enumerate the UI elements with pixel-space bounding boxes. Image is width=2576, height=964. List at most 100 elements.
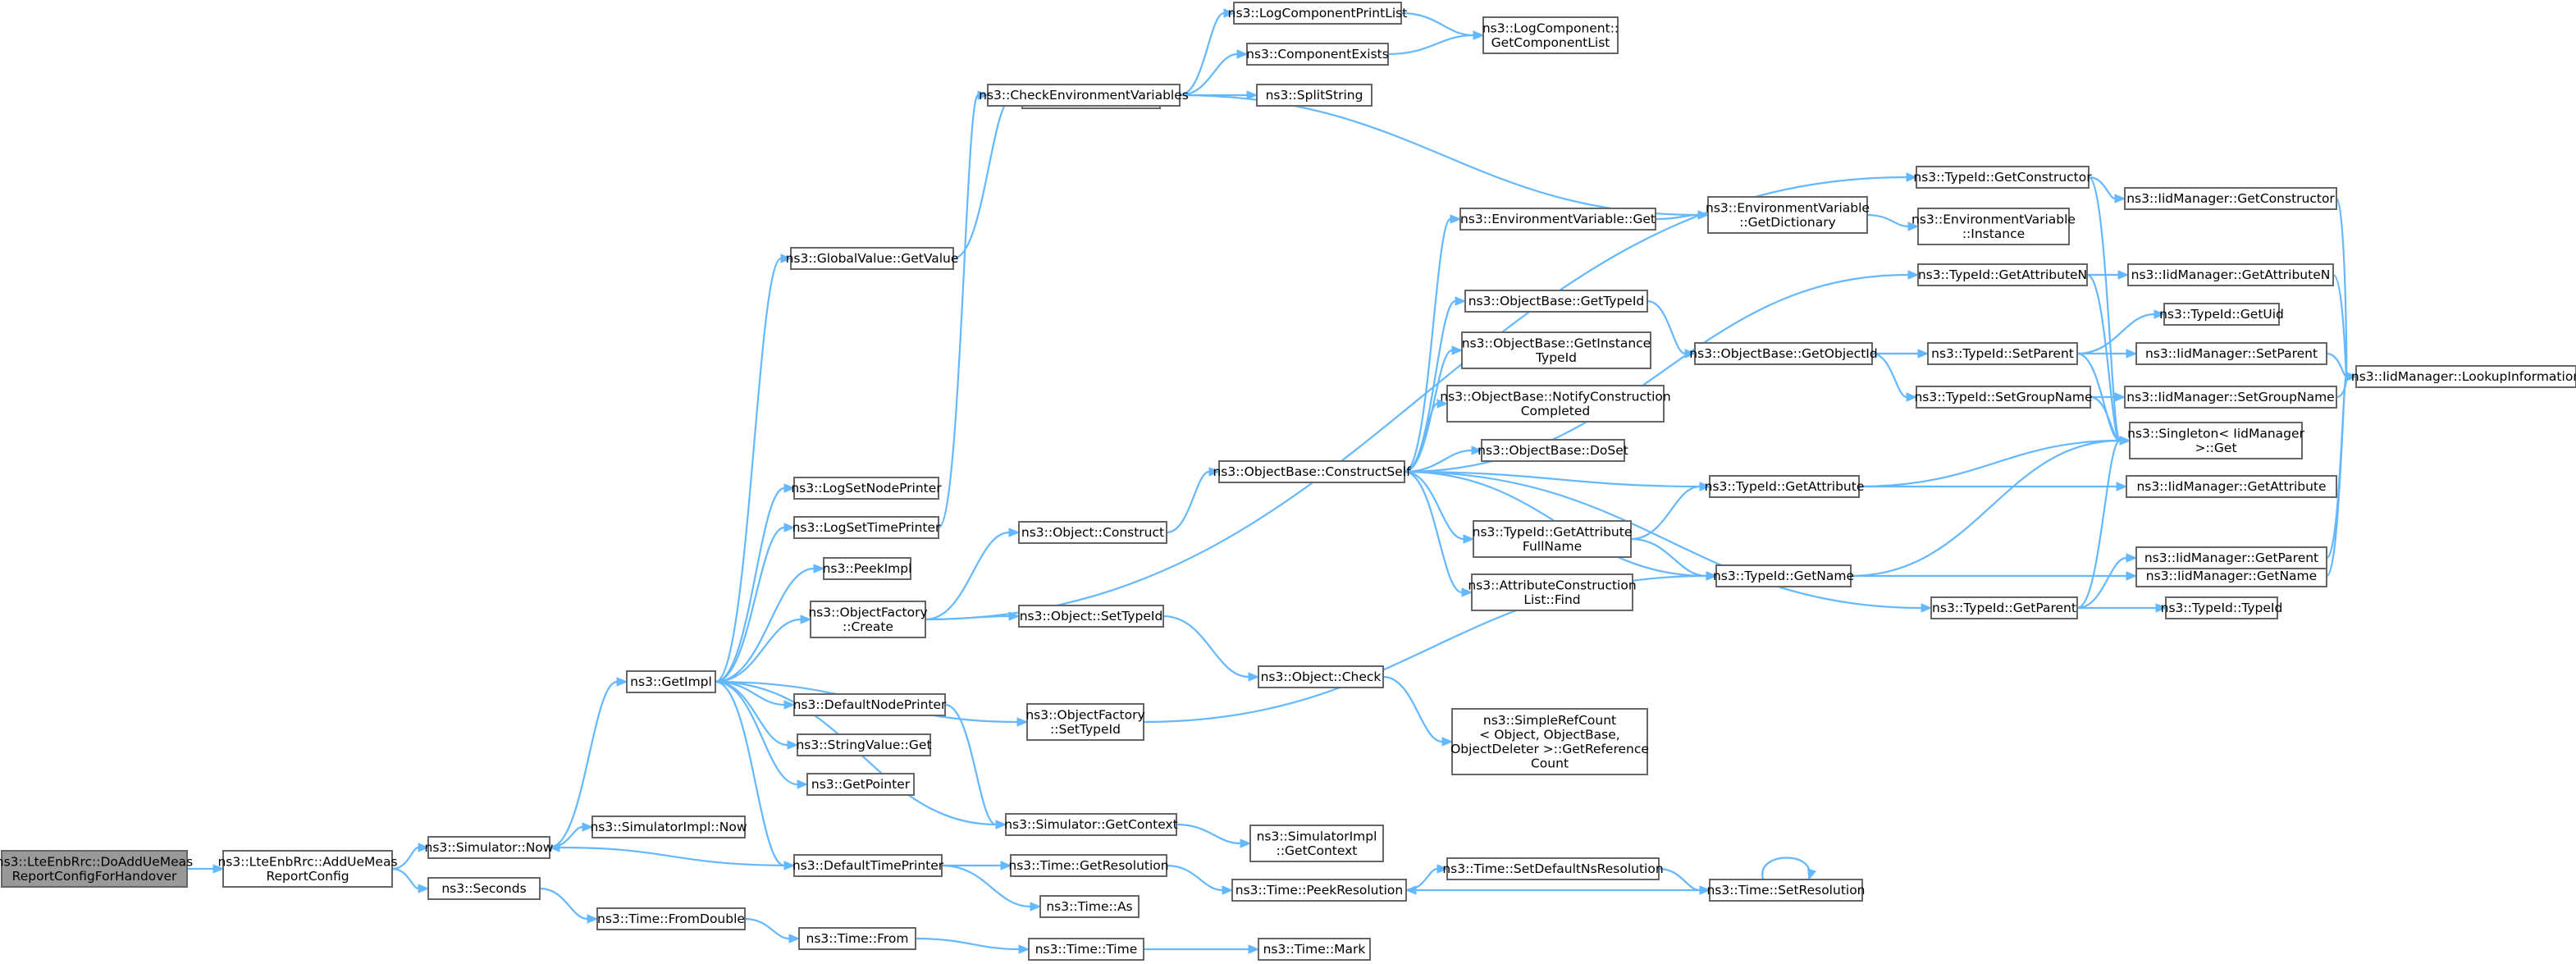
graph-node-simimplnow[interactable]: ns3::SimulatorImpl::Now xyxy=(590,816,747,838)
graph-node-simimplctx[interactable]: ns3::SimulatorImpl::GetContext xyxy=(1249,825,1384,862)
graph-node-tidgetparent[interactable]: ns3::TypeId::GetParent xyxy=(1930,596,2078,619)
graph-node-simnow[interactable]: ns3::Simulator::Now xyxy=(425,836,554,859)
edge-arrowhead xyxy=(1907,222,1920,231)
graph-node-objsettypeid[interactable]: ns3::Object::SetTypeId xyxy=(1018,605,1164,628)
graph-node-ofcreate[interactable]: ns3::ObjectFactory::Create xyxy=(808,601,928,638)
graph-node-tidtypeid[interactable]: ns3::TypeId::TypeId xyxy=(2161,596,2283,619)
graph-node-label: ns3::TypeId::GetName xyxy=(1713,569,1854,583)
graph-node-box xyxy=(626,670,716,693)
graph-node-box xyxy=(793,854,943,877)
graph-node-label: ::GetContext xyxy=(1277,843,1358,858)
graph-node-envget[interactable]: ns3::EnvironmentVariable::Get xyxy=(1459,208,1656,231)
graph-node-obgettypeid[interactable]: ns3::ObjectBase::GetTypeId xyxy=(1464,290,1648,313)
edge-line xyxy=(2076,313,2155,355)
graph-node-ofsettypeid[interactable]: ns3::ObjectFactory::SetTypeId xyxy=(1025,703,1145,741)
graph-node-deftime[interactable]: ns3::DefaultTimePrinter xyxy=(792,854,944,877)
graph-node-gvgetvalue[interactable]: ns3::GlobalValue::GetValue xyxy=(786,247,959,270)
graph-node-iidsetgroup[interactable]: ns3::IidManager::SetGroupName xyxy=(2124,386,2337,409)
graph-node-obgetobjid[interactable]: ns3::ObjectBase::GetObjectId xyxy=(1689,342,1878,365)
graph-node-label: ns3::TypeId::GetParent xyxy=(1932,601,2076,615)
graph-node-svget[interactable]: ns3::StringValue::Get xyxy=(796,733,932,756)
graph-node-srcgetref[interactable]: ns3::SimpleRefCount< Object, ObjectBase,… xyxy=(1450,708,1649,775)
graph-node-doadd[interactable]: ns3::LteEnbRrc::DoAddUeMeasReportConfigF… xyxy=(0,850,193,888)
edge-arrowhead xyxy=(1008,528,1021,537)
graph-node-box xyxy=(793,516,939,539)
graph-node-timefrom[interactable]: ns3::Time::From xyxy=(798,927,916,950)
graph-node-timemark[interactable]: ns3::Time::Mark xyxy=(1258,938,1371,961)
graph-node-getimpl[interactable]: ns3::GetImpl xyxy=(626,670,716,693)
graph-node-iidgetparent[interactable]: ns3::IidManager::GetParent xyxy=(2135,546,2327,569)
graph-node-label: ns3::ObjectFactory xyxy=(1025,707,1144,722)
graph-node-singleton[interactable]: ns3::Singleton< IidManager>::Get xyxy=(2127,422,2305,459)
graph-node-tidgetname[interactable]: ns3::TypeId::GetName xyxy=(1713,564,1854,587)
graph-node-box xyxy=(1,850,188,888)
edge-line xyxy=(715,680,785,867)
edge-getimpl-to-getpointer xyxy=(715,680,809,789)
graph-node-label: ns3::TypeId::GetAttributeN xyxy=(1918,267,2087,282)
graph-node-box xyxy=(1471,573,1633,611)
edge-obgetobjid-to-tidsetgroup xyxy=(1871,352,1918,402)
graph-node-splitstring[interactable]: ns3::SplitString xyxy=(1256,84,1372,107)
edge-line xyxy=(744,917,790,940)
graph-node-envgetdict[interactable]: ns3::EnvironmentVariable::GetDictionary xyxy=(1706,196,1870,234)
edge-line xyxy=(2076,439,2121,610)
graph-node-compexists[interactable]: ns3::ComponentExists xyxy=(1246,43,1389,66)
edge-line xyxy=(1630,485,1701,541)
graph-node-envinstance[interactable]: ns3::EnvironmentVariable::Instance xyxy=(1911,208,2076,245)
graph-node-obnotify[interactable]: ns3::ObjectBase::NotifyConstructionCompl… xyxy=(1440,385,1671,423)
edge-ofcreate-to-objconstruct xyxy=(925,528,1021,621)
graph-node-getpointer[interactable]: ns3::GetPointer xyxy=(806,773,915,796)
graph-node-iidgetattrn[interactable]: ns3::IidManager::GetAttributeN xyxy=(2127,263,2334,286)
edge-line xyxy=(1404,402,1438,473)
graph-node-box xyxy=(1258,665,1384,688)
graph-node-timeas[interactable]: ns3::Time::As xyxy=(1039,895,1140,918)
graph-node-lcgetlist[interactable]: ns3::LogComponent::GetComponentList xyxy=(1482,16,1619,54)
edge-line xyxy=(715,257,782,683)
graph-node-tidgetuid[interactable]: ns3::TypeId::GetUid xyxy=(2159,303,2284,326)
graph-node-lcprintlist[interactable]: ns3::LogComponentPrintList xyxy=(1228,2,1408,25)
edge-arrowhead xyxy=(1208,467,1221,477)
graph-node-fromdouble[interactable]: ns3::Time::FromDouble xyxy=(596,907,746,930)
graph-node-tidgetattr[interactable]: ns3::TypeId::GetAttribute xyxy=(1705,475,1865,498)
graph-node-timepeekres[interactable]: ns3::Time::PeekResolution xyxy=(1231,879,1407,902)
graph-node-iidgetattr[interactable]: ns3::IidManager::GetAttribute xyxy=(2126,475,2337,498)
graph-node-label: ReportConfigForHandover xyxy=(12,869,177,884)
graph-node-objcheck[interactable]: ns3::Object::Check xyxy=(1258,665,1384,688)
graph-node-lognode[interactable]: ns3::LogSetNodePrinter xyxy=(791,477,942,500)
edge-checkenv-to-lcprintlist xyxy=(1179,8,1235,97)
graph-node-label: ::Instance xyxy=(1962,226,2025,241)
graph-node-seconds[interactable]: ns3::Seconds xyxy=(427,877,541,900)
graph-node-obdoset[interactable]: ns3::ObjectBase::DoSet xyxy=(1478,439,1628,462)
graph-node-obconstructself[interactable]: ns3::ObjectBase::ConstructSelf xyxy=(1213,460,1411,483)
graph-node-simgetctx[interactable]: ns3::Simulator::GetContext xyxy=(1004,813,1178,836)
edge-timefrom-to-timetime xyxy=(915,937,1030,954)
graph-node-label: ns3::SimulatorImpl::Now xyxy=(590,820,747,834)
edge-arrowhead xyxy=(212,864,225,874)
graph-node-timesetres[interactable]: ns3::Time::SetResolution xyxy=(1706,879,1866,902)
graph-node-tidsetparent[interactable]: ns3::TypeId::SetParent xyxy=(1927,342,2078,365)
graph-node-tidgetctor[interactable]: ns3::TypeId::GetConstructor xyxy=(1913,166,2092,189)
graph-node-timesetdef[interactable]: ns3::Time::SetDefaultNsResolution xyxy=(1442,857,1664,880)
edge-envgetdict-to-envinstance xyxy=(1866,213,1920,231)
edge-arrowhead xyxy=(800,614,812,624)
graph-node-timetime[interactable]: ns3::Time::Time xyxy=(1028,938,1144,961)
edge-arrowhead xyxy=(1436,864,1449,874)
graph-node-iidgetctor[interactable]: ns3::IidManager::GetConstructor xyxy=(2124,187,2337,210)
graph-node-tidsetgroup[interactable]: ns3::TypeId::SetGroupName xyxy=(1914,386,2093,409)
graph-node-iidlookup[interactable]: ns3::IidManager::LookupInformation xyxy=(2351,365,2576,388)
graph-node-timegetres[interactable]: ns3::Time::GetResolution xyxy=(1008,854,1169,877)
graph-node-iidsetparent[interactable]: ns3::IidManager::SetParent xyxy=(2135,342,2327,365)
graph-node-checkenv[interactable]: ns3::CheckEnvironmentVariables xyxy=(979,84,1189,107)
graph-node-logtime[interactable]: ns3::LogSetTimePrinter xyxy=(792,516,941,539)
graph-node-objconstruct[interactable]: ns3::Object::Construct xyxy=(1018,521,1167,544)
graph-node-peekimpl[interactable]: ns3::PeekImpl xyxy=(823,557,912,580)
graph-node-label: ns3::SplitString xyxy=(1266,88,1363,103)
graph-node-tidgetattrn[interactable]: ns3::TypeId::GetAttributeN xyxy=(1917,263,2088,286)
edge-line xyxy=(1179,94,1699,217)
edge-line xyxy=(2325,375,2348,560)
graph-node-defnode[interactable]: ns3::DefaultNodePrinter xyxy=(793,693,947,716)
